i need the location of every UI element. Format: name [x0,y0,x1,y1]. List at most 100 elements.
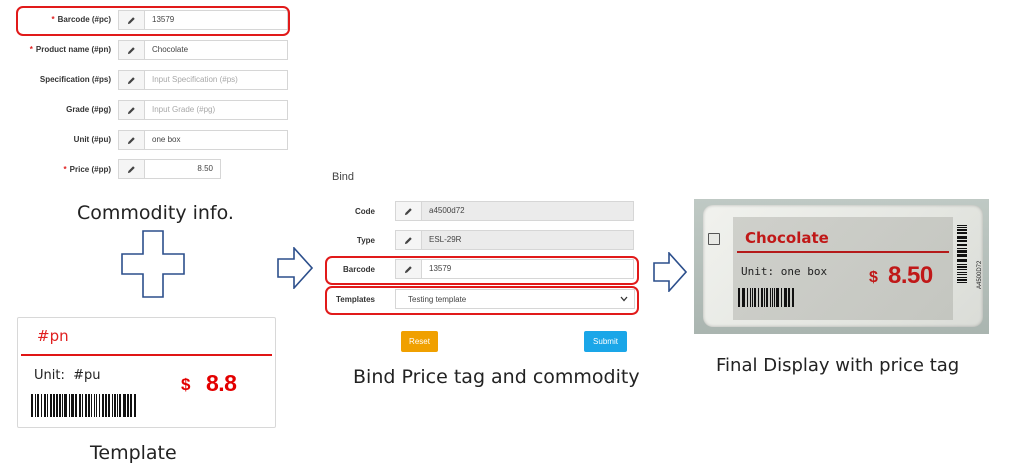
barcode-icon [31,394,136,417]
barcode-bar [957,250,967,253]
barcode-bar [957,232,967,234]
bind-code-label: Code [355,207,375,216]
pencil-icon [127,16,135,24]
barcode-bar [747,288,748,307]
barcode-bar [754,288,756,307]
barcode-bar [130,394,132,417]
bind-type-edit-button[interactable] [395,230,422,250]
barcode-bar [742,288,745,307]
pencil-icon [127,106,135,114]
barcode-bar [114,394,116,417]
barcode-bar [957,279,967,281]
price-input[interactable]: 8.50 [145,159,221,179]
bind-code-edit-button[interactable] [395,201,422,221]
barcode-bar [41,394,42,417]
barcode-bar [957,229,967,231]
template-card: #pn Unit: #pu $ 8.8 [17,317,276,428]
pencil-icon [127,46,135,54]
barcode-bar [957,248,967,249]
barcode-bar [776,288,779,307]
barcode-bar [108,394,110,417]
template-currency: $ [181,375,191,394]
barcode-icon [738,288,794,307]
template-name-placeholder: #pn [37,327,69,345]
barcode-bar [792,288,794,307]
bind-type-input[interactable]: ESL-29R [422,230,634,250]
epaper-screen: Chocolate Unit: one box $ 8.50 [733,217,953,320]
grade-input[interactable]: Input Grade (#pg) [145,100,288,120]
barcode-label: *Barcode (#pc) [51,15,111,24]
plus-icon [121,230,185,298]
specification-input[interactable]: Input Specification (#ps) [145,70,288,90]
barcode-bar [123,394,126,417]
product-name-label: *Product name (#pn) [29,45,111,54]
barcode-edit-button[interactable] [118,10,145,30]
final-price: 8.50 [888,262,933,289]
product-name-input[interactable]: Chocolate [145,40,288,60]
barcode-bar [766,288,768,307]
reset-button[interactable]: Reset [401,331,438,352]
barcode-bar [50,394,52,417]
barcode-bar [71,394,74,417]
barcode-bar [117,394,118,417]
barcode-bar [957,259,967,262]
barcode-bar [957,277,967,278]
final-currency: $ [869,269,878,286]
barcode-bar [957,269,967,270]
barcode-bar [85,394,87,417]
bind-code-input[interactable]: a4500d72 [422,201,634,221]
barcode-bar [957,266,967,268]
template-unit: Unit: #pu [34,368,101,383]
barcode-bar [758,288,759,307]
arrow-right-icon [277,247,313,289]
barcode-bar [127,394,129,417]
barcode-bar [91,394,92,417]
bind-barcode-edit-button[interactable] [395,259,422,279]
barcode-bar [94,394,95,417]
bind-barcode-highlight [325,256,639,285]
barcode-bar [750,288,751,307]
barcode-bar [764,288,765,307]
barcode-bar [56,394,58,417]
barcode-bar [770,288,771,307]
barcode-bar [64,394,67,417]
template-divider [21,354,272,356]
pencil-icon [404,265,412,273]
barcode-bar [957,244,967,246]
barcode-bar [772,288,773,307]
barcode-bar [957,264,967,265]
specification-label: Specification (#ps) [39,75,111,84]
bind-barcode-input[interactable]: 13579 [422,259,634,279]
bind-caption: Bind Price tag and commodity [353,366,640,388]
barcode-bar [102,394,104,417]
templates-selected-value: Testing template [408,295,467,304]
specification-edit-button[interactable] [118,70,145,90]
final-divider [737,251,949,253]
price-label: *Price (#pp) [63,165,111,174]
final-unit: Unit: one box [741,265,828,278]
templates-select[interactable]: Testing template [395,289,635,309]
templates-label: Templates [336,295,375,304]
barcode-bar [96,394,97,417]
price-edit-button[interactable] [118,159,145,179]
submit-button[interactable]: Submit [584,331,627,352]
pencil-icon [127,136,135,144]
barcode-highlight [16,6,290,36]
barcode-bar [105,394,107,417]
final-caption: Final Display with price tag [716,355,960,376]
bind-barcode-label: Barcode [342,265,375,274]
barcode-icon [957,225,967,283]
template-price: 8.8 [206,370,237,396]
barcode-input[interactable]: 13579 [145,10,288,30]
barcode-bar [957,240,967,242]
pencil-icon [127,76,135,84]
barcode-bar [957,282,967,283]
barcode-bar [957,274,967,275]
grade-edit-button[interactable] [118,100,145,120]
barcode-bar [47,394,48,417]
barcode-bar [88,394,90,417]
unit-input[interactable]: one box [145,130,288,150]
product-name-edit-button[interactable] [118,40,145,60]
grade-label: Grade (#pg) [66,105,111,114]
unit-edit-button[interactable] [118,130,145,150]
